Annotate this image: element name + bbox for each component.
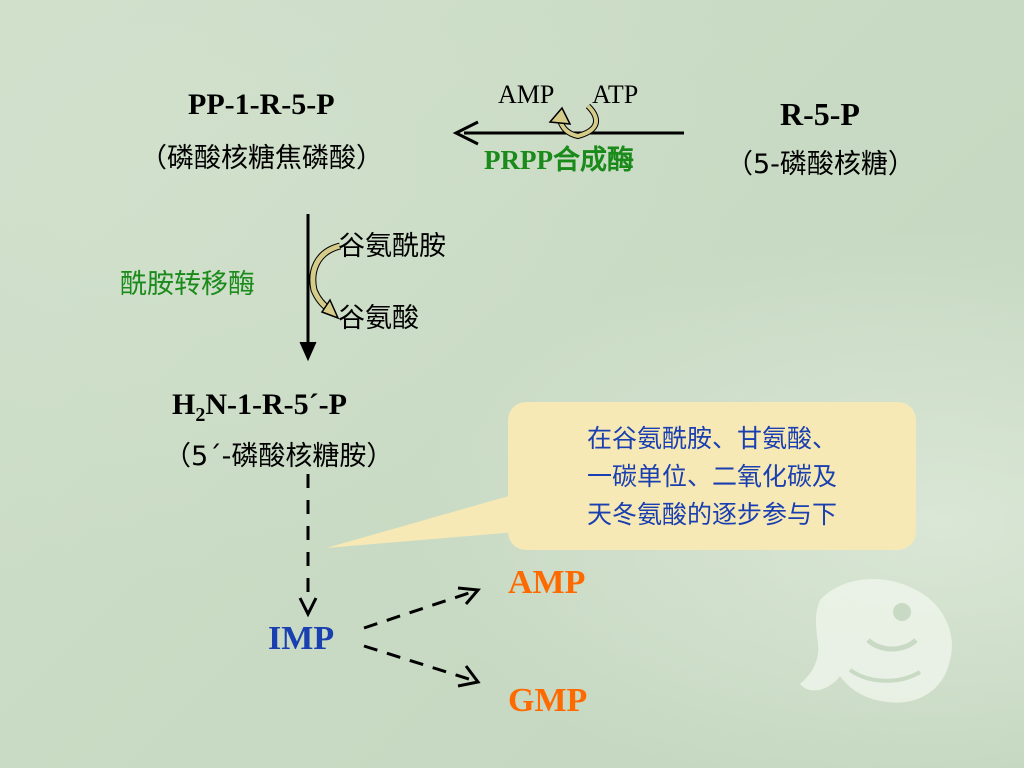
amp-label: AMP xyxy=(508,564,586,601)
h2n-formula-h: H xyxy=(172,388,196,421)
pp1r5p-formula: PP-1-R-5-P xyxy=(188,88,335,121)
step2-arrow xyxy=(299,214,317,362)
r5p-formula: R-5-P xyxy=(780,96,860,132)
step2-product-out: 谷氨酸 xyxy=(338,303,419,334)
step1-cofactor-in: AMP xyxy=(498,80,555,109)
step2-cofactor-curve xyxy=(309,242,342,320)
h2n-name: （5´-磷酸核糖胺） xyxy=(164,441,394,472)
dashed-arrow-to-gmp xyxy=(363,644,481,688)
dragon-motif-decoration xyxy=(800,578,952,703)
step1-cofactor-curve xyxy=(548,103,599,140)
r5p-name: （5-磷酸核糖） xyxy=(726,149,915,180)
h2n-formula-sub: 2 xyxy=(195,404,206,426)
step2-enzyme: 酰胺转移酶 xyxy=(120,269,255,300)
step2-substrate-in: 谷氨酰胺 xyxy=(338,231,446,262)
imp-label: IMP xyxy=(268,620,335,657)
step1-enzyme-label: PRPP合成酶 xyxy=(484,145,634,175)
step1-enzyme: PRPP合成酶 xyxy=(484,138,634,177)
callout-box: 在谷氨酰胺、甘氨酸、 一碳单位、二氧化碳及 天冬氨酸的逐步参与下 xyxy=(508,402,916,550)
callout-text: 在谷氨酰胺、甘氨酸、 一碳单位、二氧化碳及 天冬氨酸的逐步参与下 xyxy=(586,424,837,529)
h2n-formula-rest: N-1-R-5´-P xyxy=(205,388,347,421)
callout-pointer xyxy=(326,490,540,548)
dashed-arrow-to-amp xyxy=(363,586,482,630)
step1-cofactor-out: ATP xyxy=(592,80,639,109)
h2n-formula: H2N-1-R-5´-P xyxy=(172,388,347,427)
gmp-label: GMP xyxy=(508,682,588,719)
dashed-arrow-to-imp xyxy=(298,474,318,618)
pp1r5p-name: （磷酸核糖焦磷酸） xyxy=(140,143,383,174)
